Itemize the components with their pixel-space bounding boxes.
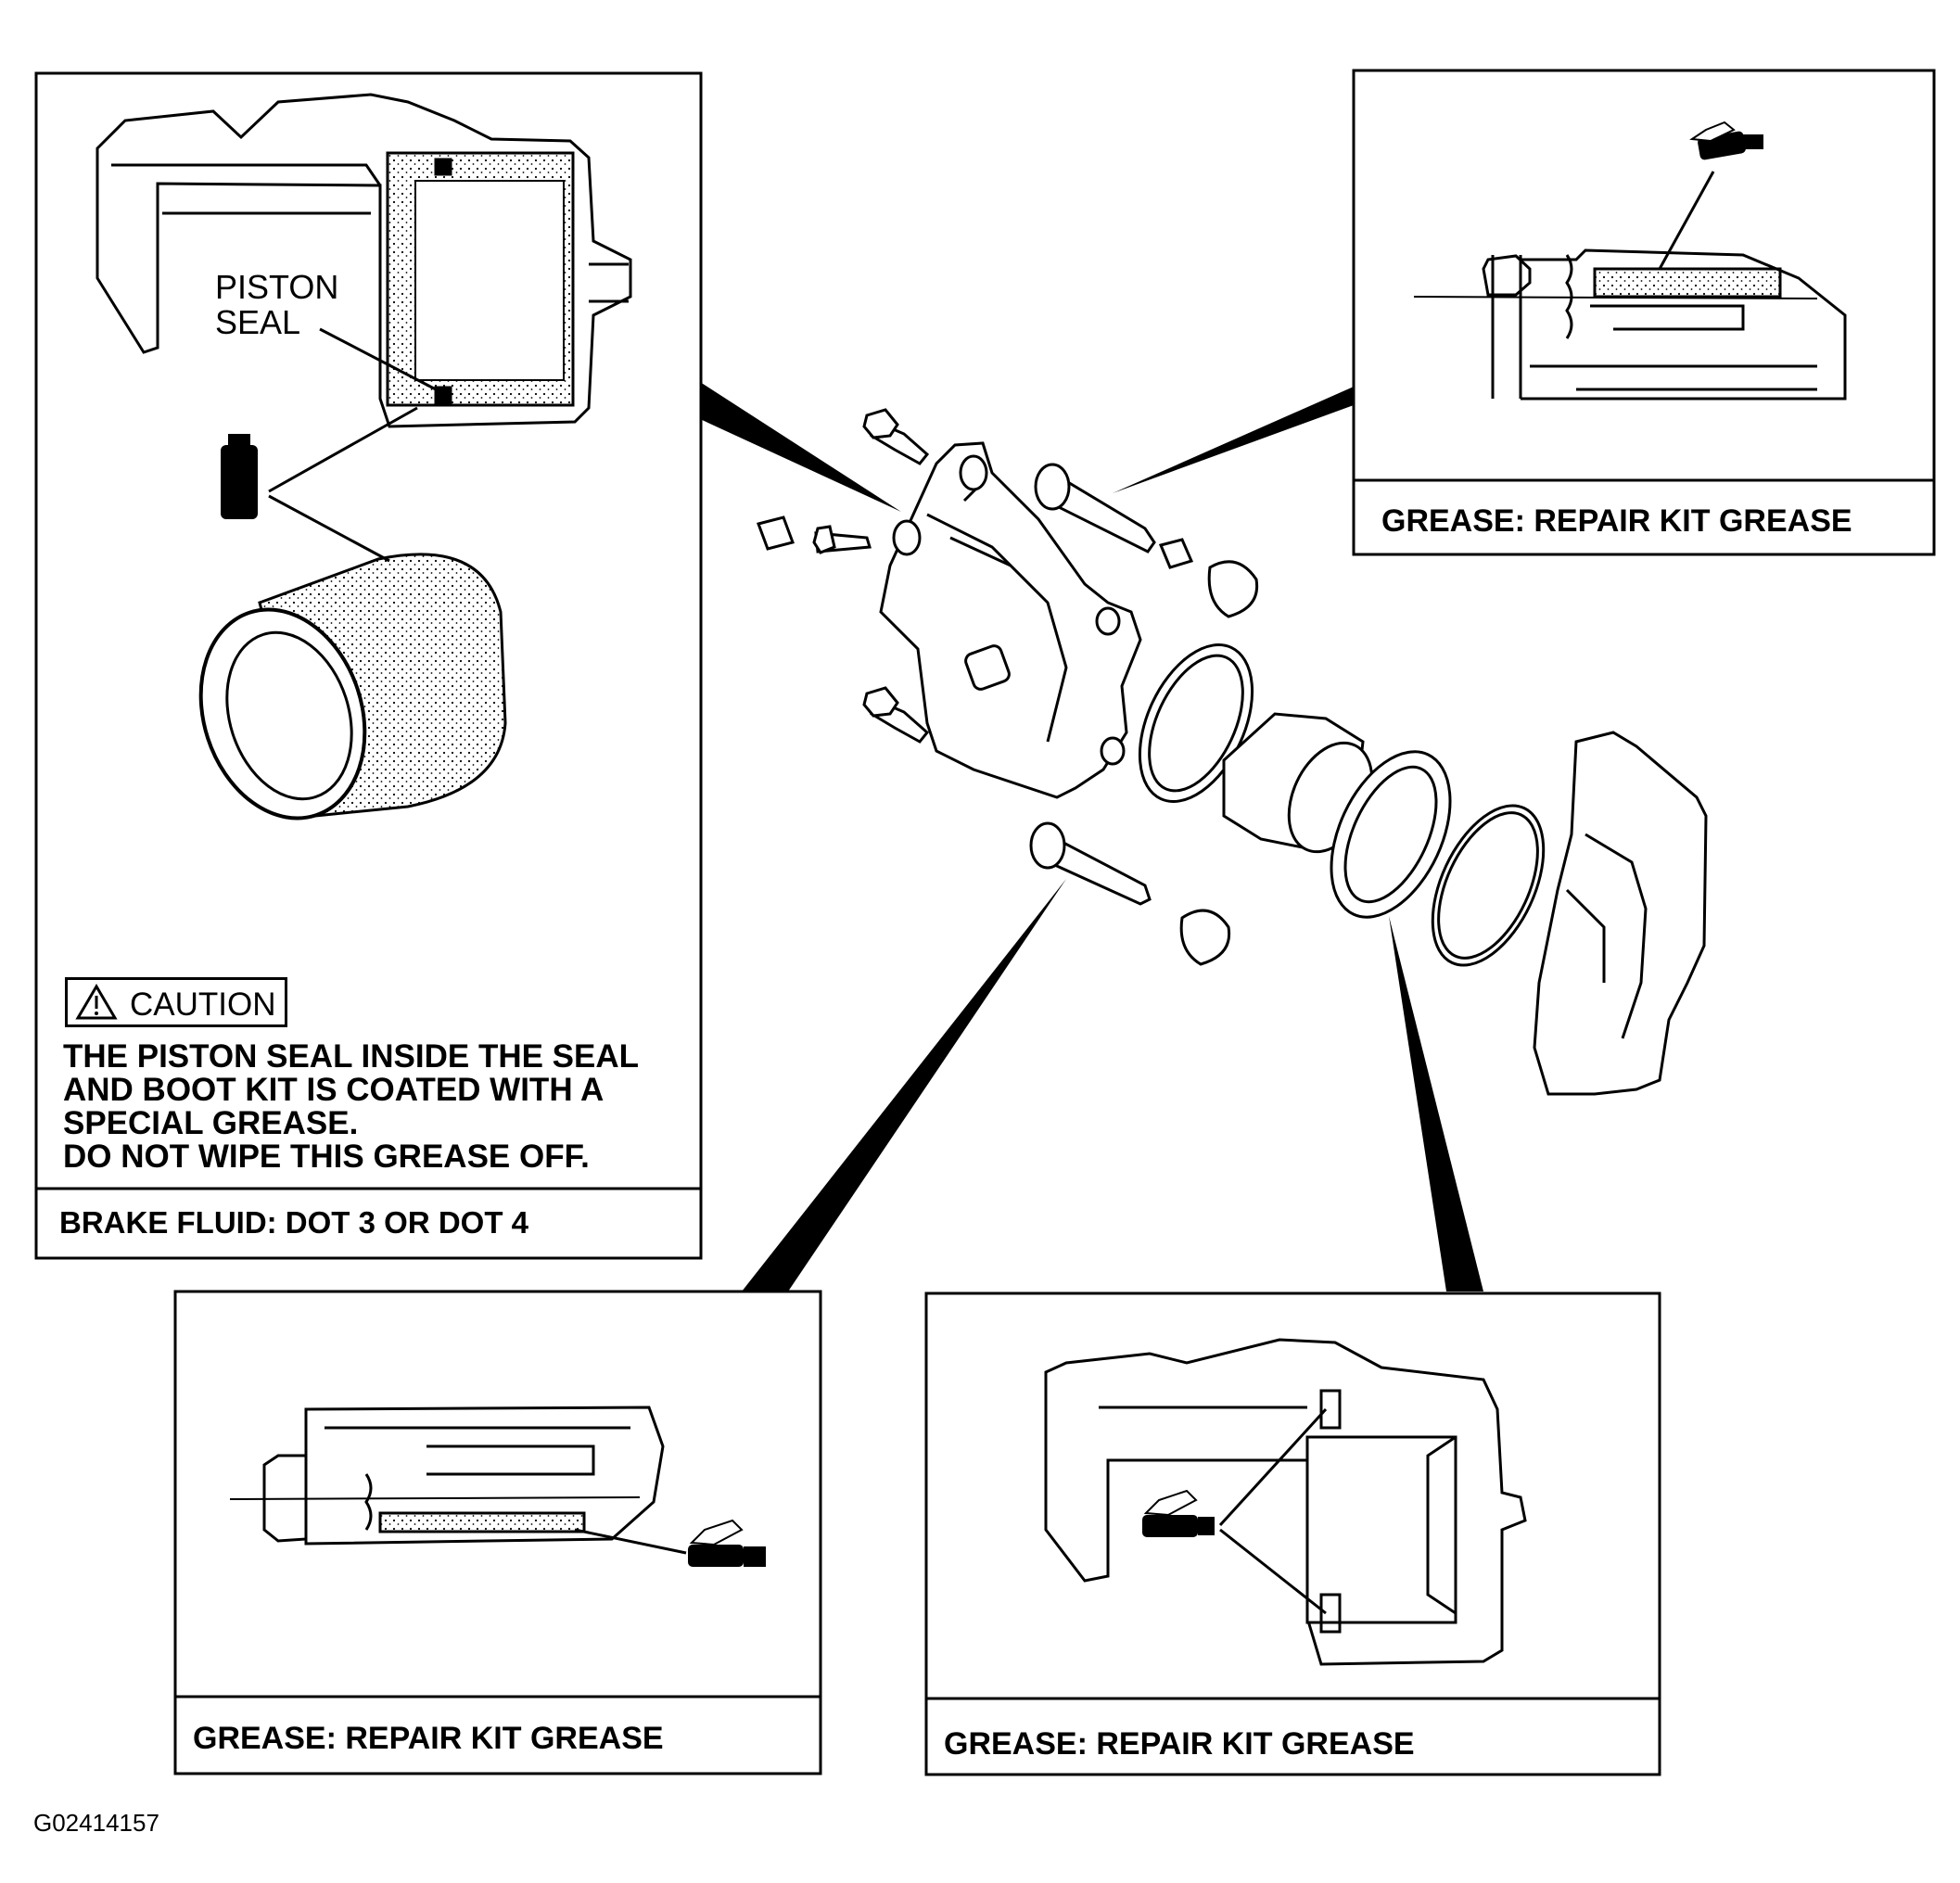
- mounting-bolt-lower: [862, 686, 930, 744]
- panel-top-right: [1352, 69, 1936, 556]
- caliper-section-illustration: [95, 93, 632, 428]
- dust-boot: [1330, 750, 1452, 919]
- retaining-ring: [1431, 804, 1546, 967]
- panel-bottom-left: [173, 1290, 822, 1775]
- brake-fluid-bottle-icon: [221, 434, 258, 519]
- grease-tube-icon-2: [688, 1519, 766, 1567]
- piston-seal-leader: [319, 327, 437, 391]
- caution-badge: [65, 977, 287, 1027]
- exploded-caliper-view: [757, 408, 1708, 1096]
- pin-boot-upper: [1207, 560, 1259, 618]
- guide-pin-lower: [1029, 821, 1152, 906]
- bleeder-screw: [757, 515, 872, 554]
- leader-wedges: [700, 382, 1483, 1291]
- bottom-right-grease-caption: GREASE: REPAIR KIT GREASE: [944, 1726, 1415, 1762]
- panel-top-left: PISTON SEAL: [34, 71, 703, 1260]
- slide-pin-section-illustration: [1482, 248, 1847, 401]
- caution-line-1: THE PISTON SEAL INSIDE THE SEAL: [63, 1038, 640, 1075]
- guide-pin-upper: [1034, 463, 1156, 553]
- pin-boot-lower: [1179, 909, 1231, 966]
- piston-seal-label-line2: SEAL: [215, 303, 300, 341]
- bottom-left-grease-caption: GREASE: REPAIR KIT GREASE: [193, 1721, 664, 1756]
- figure-id: G02414157: [33, 1809, 159, 1837]
- piston-seal-label-line1: PISTON: [215, 268, 338, 306]
- brake-fluid-caption: BRAKE FLUID: DOT 3 OR DOT 4: [59, 1205, 529, 1240]
- piston-seal-label: PISTON SEAL: [215, 268, 348, 341]
- top-right-grease-caption: GREASE: REPAIR KIT GREASE: [1381, 503, 1852, 539]
- grease-tube-icon-3: [1142, 1489, 1215, 1537]
- caution-text: THE PISTON SEAL INSIDE THE SEAL AND BOOT…: [63, 1040, 639, 1174]
- caution-line-3: SPECIAL GREASE.: [63, 1105, 359, 1141]
- mounting-bolt-upper: [862, 408, 930, 465]
- caution-line-4: DO NOT WIPE THIS GREASE OFF.: [63, 1139, 590, 1175]
- caution-title: CAUTION: [130, 986, 276, 1023]
- caution-line-2: AND BOOT KIT IS COATED WITH A: [63, 1072, 605, 1108]
- brake-pad-bracket: [1533, 731, 1708, 1096]
- caliper-body: [879, 441, 1142, 799]
- pin-bushing: [1158, 538, 1194, 569]
- grease-tube-icon: [1689, 121, 1763, 160]
- slide-pin-section-illustration-2: [262, 1406, 665, 1546]
- panel-bottom-right: [924, 1291, 1661, 1776]
- warning-icon: [75, 984, 118, 1020]
- piston-illustration: [198, 553, 507, 821]
